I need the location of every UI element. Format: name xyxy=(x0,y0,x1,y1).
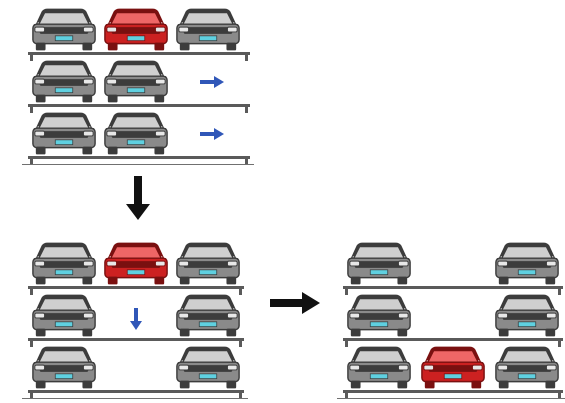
car-icon-red xyxy=(102,8,170,52)
pallet-rail xyxy=(343,338,563,341)
pallet-post xyxy=(558,341,561,347)
car-icon xyxy=(345,294,413,338)
pallet-post xyxy=(345,393,348,399)
arrow-down-icon xyxy=(126,176,150,220)
pallet-rail xyxy=(28,156,250,159)
pallet-rail xyxy=(343,390,563,393)
pallet-rail xyxy=(28,286,244,289)
pallet-post xyxy=(245,159,248,165)
car-icon xyxy=(174,8,242,52)
pallet-post xyxy=(239,289,242,295)
arrow-right-icon xyxy=(200,76,224,88)
car-icon xyxy=(345,242,413,286)
pallet-post xyxy=(345,341,348,347)
pallet-rail xyxy=(28,390,244,393)
car-icon xyxy=(30,242,98,286)
arrow-down-icon xyxy=(130,308,142,330)
pallet-post xyxy=(239,393,242,399)
pallet-post xyxy=(30,289,33,295)
ground-line xyxy=(22,398,248,399)
car-icon xyxy=(30,346,98,390)
car-icon xyxy=(493,294,561,338)
pallet-post xyxy=(30,159,33,165)
ground-line xyxy=(22,164,254,165)
car-icon xyxy=(174,346,242,390)
car-icon xyxy=(174,294,242,338)
ground-line xyxy=(337,398,565,399)
pallet-post xyxy=(30,393,33,399)
arrow-right-icon xyxy=(270,292,320,314)
car-icon xyxy=(102,112,170,156)
car-icon xyxy=(102,60,170,104)
car-icon xyxy=(30,60,98,104)
pallet-rail xyxy=(343,286,563,289)
car-icon xyxy=(30,8,98,52)
pallet-post xyxy=(345,289,348,295)
car-icon xyxy=(493,242,561,286)
car-icon xyxy=(345,346,413,390)
pallet-post xyxy=(30,107,33,113)
car-icon xyxy=(30,112,98,156)
pallet-post xyxy=(30,55,33,61)
pallet-rail xyxy=(28,52,250,55)
pallet-post xyxy=(245,55,248,61)
pallet-post xyxy=(30,341,33,347)
arrow-right-icon xyxy=(200,128,224,140)
car-icon-red xyxy=(102,242,170,286)
car-icon-red xyxy=(419,346,487,390)
car-icon xyxy=(493,346,561,390)
car-icon xyxy=(30,294,98,338)
pallet-post xyxy=(245,107,248,113)
pallet-rail xyxy=(28,104,250,107)
pallet-rail xyxy=(28,338,244,341)
pallet-post xyxy=(239,341,242,347)
pallet-post xyxy=(558,393,561,399)
pallet-post xyxy=(558,289,561,295)
car-icon xyxy=(174,242,242,286)
